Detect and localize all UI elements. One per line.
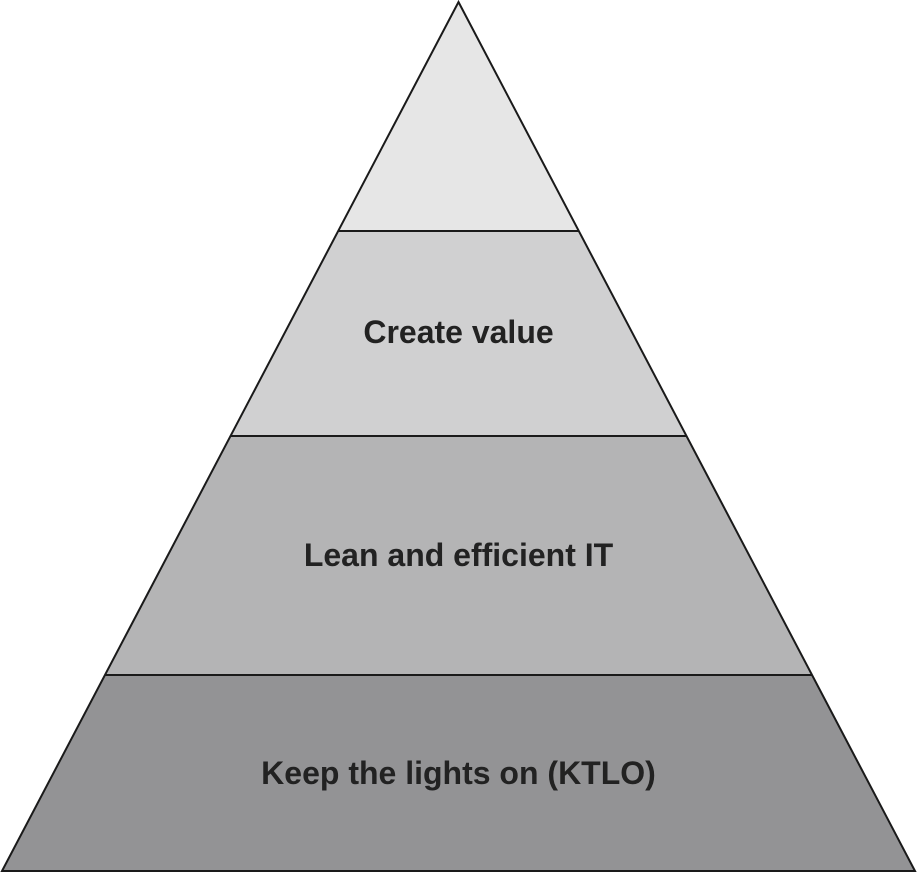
tier-3-label: Lean and efficient IT: [304, 537, 614, 573]
pyramid-tier-2: [230, 231, 687, 436]
tier-4-label: Keep the lights on (KTLO): [261, 755, 656, 791]
pyramid-tier-3: [105, 436, 812, 675]
pyramid-tier-1: [338, 2, 579, 231]
tier-2-label: Create value: [363, 314, 553, 350]
pyramid-tier-4: [2, 675, 915, 871]
